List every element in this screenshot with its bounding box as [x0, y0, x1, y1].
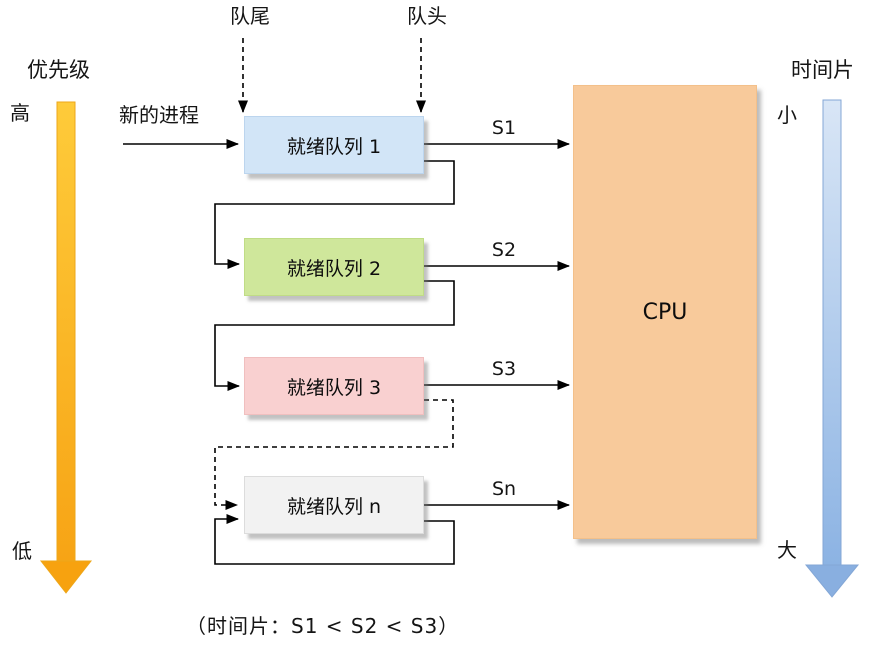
priority-high-label: 高	[10, 101, 30, 125]
ready-queue-n-box: 就绪队列 n	[244, 476, 424, 534]
ready-queue-3-label: 就绪队列 3	[286, 376, 382, 399]
queue1-to-queue2-loop	[214, 160, 455, 269]
slice-sn-label: Sn	[491, 478, 517, 500]
ready-queue-2-box: 就绪队列 2	[244, 238, 424, 296]
cpu-box: CPU	[573, 85, 757, 539]
cpu-label: CPU	[642, 299, 688, 325]
queuen-self-loop	[214, 514, 455, 565]
slice-s3-label: S3	[491, 358, 517, 380]
timeslice-axis-title: 时间片	[791, 58, 854, 82]
caption: （时间片：S1 < S2 < S3）	[186, 614, 460, 638]
slice-s1-label: S1	[491, 117, 517, 139]
ready-queue-n-label: 就绪队列 n	[286, 495, 382, 518]
ready-queue-3-box: 就绪队列 3	[244, 357, 424, 415]
timeslice-large-label: 大	[777, 538, 797, 562]
queue2-to-queue3-loop	[214, 280, 455, 391]
slice-s2-label: S2	[491, 239, 517, 261]
ready-queue-2-label: 就绪队列 2	[286, 257, 382, 280]
priority-arrow	[39, 101, 93, 594]
timeslice-small-label: 小	[777, 103, 797, 127]
queue-tail-label: 队尾	[230, 4, 270, 28]
priority-axis-title: 优先级	[27, 58, 90, 82]
ready-queue-1-box: 就绪队列 1	[244, 116, 424, 174]
queue-head-label: 队头	[407, 4, 447, 28]
timeslice-arrow	[804, 99, 860, 598]
new-process-label: 新的进程	[119, 103, 199, 127]
priority-low-label: 低	[12, 539, 32, 563]
ready-queue-1-label: 就绪队列 1	[286, 135, 382, 158]
